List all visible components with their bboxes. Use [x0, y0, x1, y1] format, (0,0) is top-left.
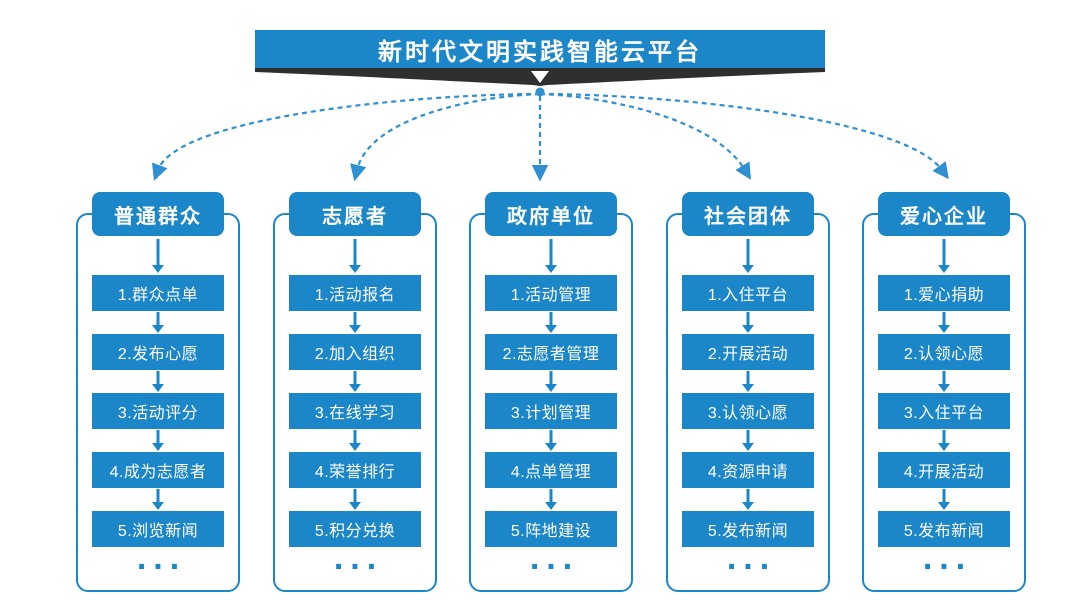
more-dots: ... — [726, 539, 777, 577]
column-header: 爱心企业 — [878, 192, 1010, 236]
down-arrow-icon — [347, 312, 363, 333]
down-arrow-icon — [543, 371, 559, 392]
flow-step: 5.发布新闻 — [682, 511, 814, 547]
more-dots: ... — [136, 539, 187, 577]
ribbon-shape — [255, 68, 825, 86]
flow-step: 4.资源申请 — [682, 452, 814, 488]
column-header: 政府单位 — [485, 192, 617, 236]
flow-step: 4.成为志愿者 — [92, 452, 224, 488]
connector-line — [539, 92, 949, 180]
flow-step: 3.在线学习 — [289, 393, 421, 429]
down-arrow-icon — [740, 430, 756, 451]
connector-line — [152, 92, 541, 181]
down-arrow-icon — [347, 430, 363, 451]
down-arrow-icon — [531, 71, 549, 83]
down-arrow-icon — [543, 312, 559, 333]
down-arrow-icon — [150, 312, 166, 333]
column-government-units: 政府单位 1.活动管理 2.志愿者管理 3.计划管理 4.点单管理 5.阵地建设… — [469, 192, 633, 592]
flow-step: 2.发布心愿 — [92, 334, 224, 370]
down-arrow-icon — [347, 489, 363, 510]
flow-step: 3.活动评分 — [92, 393, 224, 429]
down-arrow-icon — [543, 489, 559, 510]
flow-step: 5.积分兑换 — [289, 511, 421, 547]
down-arrow-icon — [936, 430, 952, 451]
flow-step: 1.群众点单 — [92, 275, 224, 311]
down-arrow-icon — [936, 371, 952, 392]
column-caring-enterprises: 爱心企业 1.爱心捐助 2.认领心愿 3.入住平台 4.开展活动 5.发布新闻 … — [862, 192, 1026, 592]
down-arrow-icon — [150, 371, 166, 392]
column-flow: 1.活动管理 2.志愿者管理 3.计划管理 4.点单管理 5.阵地建设 ... — [471, 239, 631, 583]
more-dots: ... — [922, 539, 973, 577]
down-arrow-icon — [150, 489, 166, 510]
down-arrow-icon — [740, 489, 756, 510]
column-flow: 1.爱心捐助 2.认领心愿 3.入住平台 4.开展活动 5.发布新闻 ... — [864, 239, 1024, 583]
flow-step: 4.点单管理 — [485, 452, 617, 488]
flow-step: 2.开展活动 — [682, 334, 814, 370]
flow-step: 2.认领心愿 — [878, 334, 1010, 370]
flow-step: 5.浏览新闻 — [92, 511, 224, 547]
flow-step: 2.加入组织 — [289, 334, 421, 370]
flow-step: 2.志愿者管理 — [485, 334, 617, 370]
flow-step: 3.计划管理 — [485, 393, 617, 429]
down-arrow-icon — [347, 371, 363, 392]
connector-lines — [152, 87, 949, 182]
flow-step: 1.入住平台 — [682, 275, 814, 311]
column-flow: 1.活动报名 2.加入组织 3.在线学习 4.荣誉排行 5.积分兑换 ... — [275, 239, 435, 583]
down-arrow-icon — [543, 430, 559, 451]
platform-title: 新时代文明实践智能云平台 — [378, 38, 702, 66]
flow-step: 4.开展活动 — [878, 452, 1010, 488]
flow-step: 3.认领心愿 — [682, 393, 814, 429]
connector-line — [539, 92, 752, 180]
down-arrow-icon — [936, 489, 952, 510]
down-arrow-icon — [740, 371, 756, 392]
column-header: 普通群众 — [92, 192, 224, 236]
flow-step: 1.爱心捐助 — [878, 275, 1010, 311]
down-arrow-icon — [936, 312, 952, 333]
column-volunteers: 志愿者 1.活动报名 2.加入组织 3.在线学习 4.荣誉排行 5.积分兑换 .… — [273, 192, 437, 592]
flow-step: 5.发布新闻 — [878, 511, 1010, 547]
flow-step: 5.阵地建设 — [485, 511, 617, 547]
down-arrow-icon — [740, 312, 756, 333]
down-arrow-icon — [150, 239, 166, 273]
down-arrow-icon — [543, 239, 559, 273]
flow-step: 3.入住平台 — [878, 393, 1010, 429]
column-header: 社会团体 — [682, 192, 814, 236]
column-flow: 1.入住平台 2.开展活动 3.认领心愿 4.资源申请 5.发布新闻 ... — [668, 239, 828, 583]
down-arrow-icon — [936, 239, 952, 273]
column-flow: 1.群众点单 2.发布心愿 3.活动评分 4.成为志愿者 5.浏览新闻 ... — [78, 239, 238, 583]
down-arrow-icon — [150, 430, 166, 451]
connector-line — [350, 92, 541, 182]
column-ordinary-people: 普通群众 1.群众点单 2.发布心愿 3.活动评分 4.成为志愿者 5.浏览新闻… — [76, 192, 240, 592]
platform-title-banner: 新时代文明实践智能云平台 — [255, 30, 825, 68]
down-arrow-icon — [740, 239, 756, 273]
more-dots: ... — [529, 539, 580, 577]
flow-step: 1.活动管理 — [485, 275, 617, 311]
more-dots: ... — [333, 539, 384, 577]
column-header: 志愿者 — [289, 192, 421, 236]
column-social-groups: 社会团体 1.入住平台 2.开展活动 3.认领心愿 4.资源申请 5.发布新闻 … — [666, 192, 830, 592]
down-arrow-icon — [347, 239, 363, 273]
flow-step: 4.荣誉排行 — [289, 452, 421, 488]
flow-step: 1.活动报名 — [289, 275, 421, 311]
